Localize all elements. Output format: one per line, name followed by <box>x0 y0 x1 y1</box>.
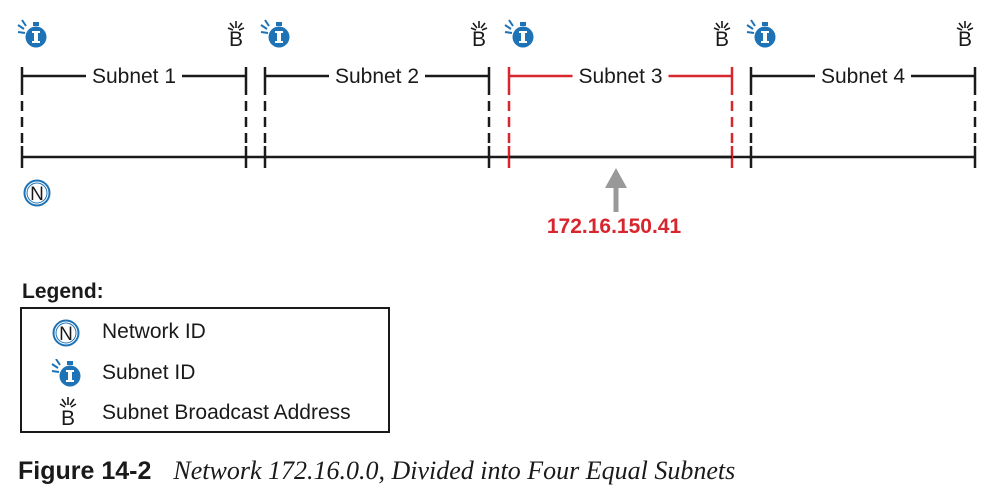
broadcast-icon: B <box>713 21 731 51</box>
subnet-segment: Subnet 1 B <box>17 19 248 168</box>
network-id-icon: N <box>23 179 51 207</box>
legend-label-subnet-id: Subnet ID <box>102 361 196 384</box>
legend-label-broadcast: Subnet Broadcast Address <box>102 401 351 424</box>
subnet-segment: Subnet 4 B <box>746 19 977 168</box>
subnet-id-icon <box>17 19 48 49</box>
broadcast-letter: B <box>229 28 243 51</box>
subnet-label: Subnet 2 <box>335 65 419 88</box>
legend-box: N Network ID Subnet ID B Subnet Broadcas… <box>20 307 390 433</box>
legend-title: Legend: <box>22 280 104 303</box>
subnet-label: Subnet 3 <box>578 65 662 88</box>
legend-label-network-id: Network ID <box>102 320 206 343</box>
subnet-id-icon <box>504 19 535 49</box>
broadcast-letter: B <box>958 28 972 51</box>
subnet-id-icon <box>51 359 82 388</box>
subnet-diagram: Subnet 1 B Subnet 2 B Subnet 3 B Subnet 4 B N 1… <box>17 19 977 238</box>
legend-network-letter: N <box>59 324 73 345</box>
broadcast-icon: B <box>470 21 488 51</box>
broadcast-letter: B <box>472 28 486 51</box>
figure-caption: Figure 14-2 Network 172.16.0.0, Divided i… <box>18 456 735 486</box>
network-id-icon: N <box>52 319 80 347</box>
broadcast-icon: B <box>59 397 77 427</box>
broadcast-letter: B <box>715 28 729 51</box>
subnet-label: Subnet 1 <box>92 65 176 88</box>
legend-broadcast-letter: B <box>61 407 75 427</box>
subnet-segment: Subnet 2 B <box>260 19 491 168</box>
broadcast-icon: B <box>227 21 245 51</box>
figure-title: Network 172.16.0.0, Divided into Four Eq… <box>173 456 736 485</box>
subnet-id-icon <box>746 19 777 49</box>
address-label: 172.16.150.41 <box>547 215 682 238</box>
subnet-segment: Subnet 3 B <box>504 19 734 168</box>
figure-number: Figure 14-2 <box>18 457 152 485</box>
subnet-label: Subnet 4 <box>821 65 905 88</box>
subnet-id-icon <box>260 19 291 49</box>
broadcast-icon: B <box>956 21 974 51</box>
network-id-letter: N <box>30 184 44 205</box>
address-arrow <box>605 168 627 212</box>
